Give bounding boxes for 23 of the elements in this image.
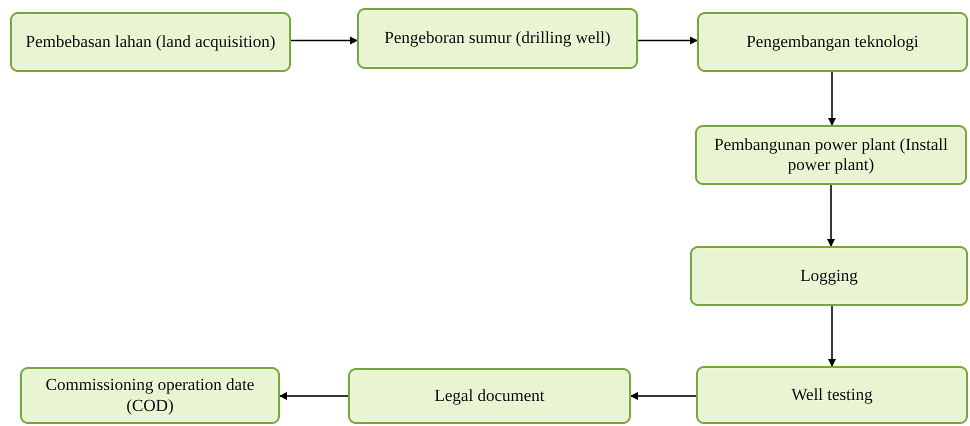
process-box [10,12,291,72]
box-label: Legal document [434,386,544,406]
arrow [828,306,836,367]
process-box [697,12,968,72]
arrow [291,36,358,44]
box-label: Pembangunan power plant (Install power plant) [713,134,949,176]
arrow [828,72,836,126]
arrow [630,392,696,400]
process-box [690,246,968,306]
arrow [827,185,835,247]
process-box [695,125,967,185]
box-label: Pengembangan teknologi [746,32,919,52]
process-box [20,367,280,424]
process-box [357,8,638,69]
box-label: Pengeboran sumur (drilling well) [384,28,611,49]
box-label: Logging [800,266,858,286]
box-label: Well testing [791,384,873,406]
box-label: Pembebasan lahan (land acquisition) [26,32,276,52]
arrow [638,36,698,44]
arrow [279,392,348,400]
process-box [348,368,631,424]
box-label: Commissioning operation date (COD) [44,375,256,416]
process-box [696,366,968,424]
